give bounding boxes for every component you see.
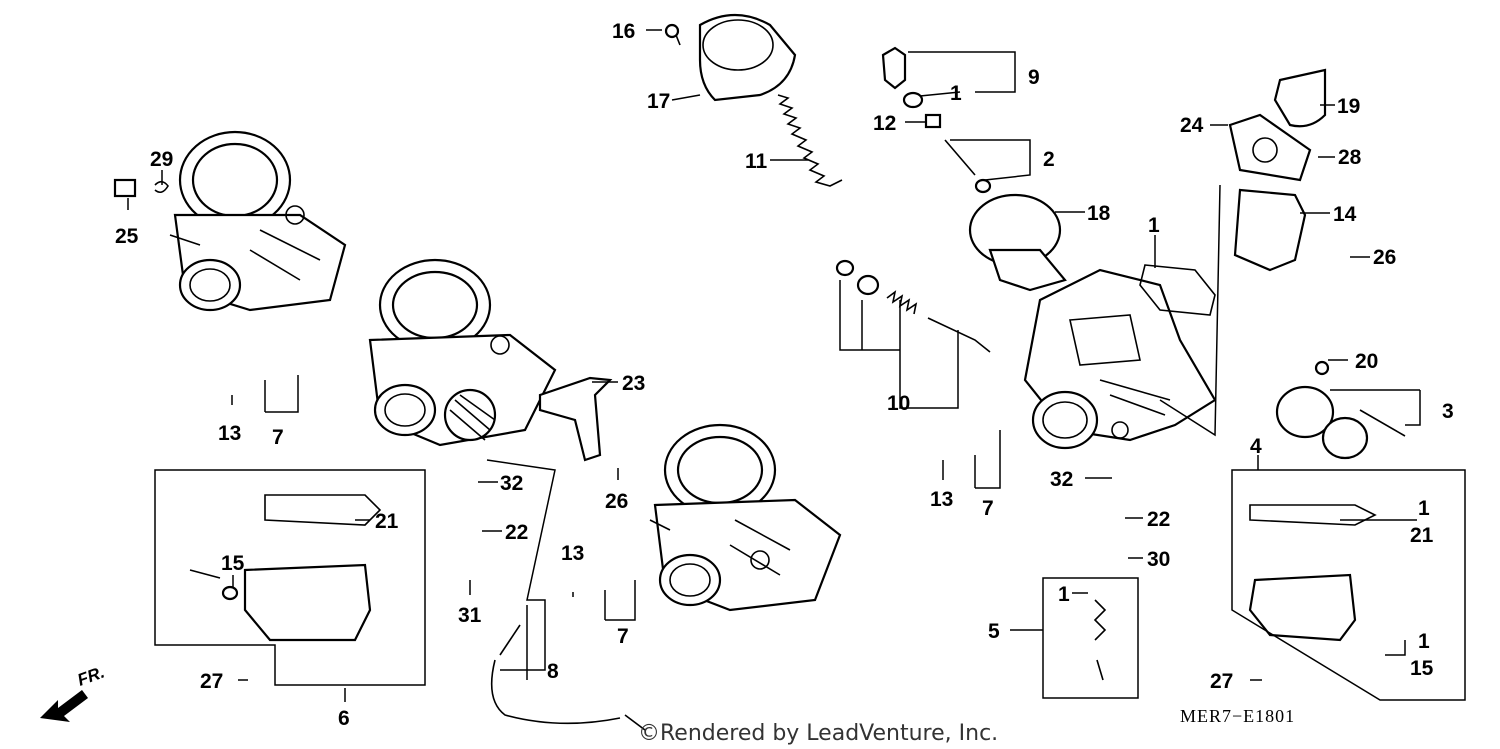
- callout-22: 22: [1147, 508, 1170, 531]
- callout-18: 18: [1087, 202, 1111, 225]
- gasket-1: [1139, 264, 1216, 316]
- callout-22: 22: [505, 521, 528, 544]
- choke-valve: [1275, 360, 1406, 460]
- filter-25: [113, 178, 169, 198]
- callout-11: 11: [745, 150, 768, 173]
- callout-labels: 16 17 11 9 1 12 2 18 1 19 24 28 14 26 29…: [115, 20, 1454, 730]
- callout-29: 29: [150, 148, 173, 171]
- sensor-pointer-lines: [1159, 184, 1221, 437]
- callout-16: 16: [612, 20, 635, 43]
- insulator-flange: [1228, 113, 1312, 182]
- callout-3: 3: [1442, 400, 1454, 423]
- callout-32: 32: [500, 472, 523, 495]
- callout-23: 23: [622, 372, 645, 395]
- intake-boot: [1273, 68, 1327, 128]
- callout-21: 21: [1410, 524, 1434, 547]
- spring-11: [777, 94, 843, 187]
- diaphragm-piston: [968, 193, 1067, 292]
- callout-32: 32: [1050, 468, 1073, 491]
- callout-7: 7: [982, 497, 994, 520]
- cap-screw: [664, 23, 681, 46]
- callout-1: 1: [1148, 214, 1160, 237]
- callout-6: 6: [338, 707, 350, 730]
- callout-15: 15: [1410, 657, 1434, 680]
- callout-13: 13: [561, 542, 584, 565]
- callout-13: 13: [930, 488, 953, 511]
- throttle-cable: [490, 624, 646, 731]
- callout-25: 25: [115, 225, 139, 248]
- diagram-code: MER7−E1801: [1180, 706, 1295, 726]
- carburetor-right-body: [1023, 268, 1217, 450]
- callout-7: 7: [617, 625, 629, 648]
- callout-1: 1: [1418, 630, 1430, 653]
- carburetor-center-bottom: [649, 423, 842, 612]
- callout-26: 26: [1373, 246, 1396, 269]
- watermark: ©Rendered by LeadVenture, Inc.: [638, 721, 998, 746]
- callout-13: 13: [218, 422, 241, 445]
- direction-label: FR.: [75, 663, 107, 690]
- callout-4: 4: [1250, 435, 1262, 458]
- callout-28: 28: [1338, 146, 1362, 169]
- callout-1: 1: [1418, 497, 1430, 520]
- callout-1: 1: [1058, 583, 1070, 606]
- bracket-23: [538, 376, 613, 462]
- bottom-right-float-bowl: [1248, 504, 1377, 642]
- front-direction-arrow: FR.: [40, 663, 107, 722]
- callout-7: 7: [272, 426, 284, 449]
- callout-10: 10: [887, 392, 910, 415]
- callout-5: 5: [988, 620, 1000, 643]
- callout-17: 17: [647, 90, 670, 113]
- callout-15: 15: [221, 552, 245, 575]
- carburetor-top-cap: [698, 14, 797, 102]
- callout-30: 30: [1147, 548, 1170, 571]
- callout-12: 12: [873, 112, 896, 135]
- group-box-5: [1042, 577, 1139, 699]
- fuel-valve-5: [1093, 599, 1107, 681]
- jet-parts-10: [835, 259, 991, 353]
- carburetor-top-left: [169, 130, 347, 312]
- group-box-6: [154, 469, 426, 686]
- callout-24: 24: [1180, 114, 1204, 137]
- throttle-sensor: [1233, 188, 1307, 272]
- callout-8: 8: [547, 660, 559, 683]
- callout-21: 21: [375, 510, 399, 533]
- jet-needle-set: [881, 46, 992, 194]
- leader-lines: [127, 29, 1421, 702]
- callout-31: 31: [458, 604, 482, 627]
- carburetor-middle-left: [368, 258, 557, 447]
- callout-2: 2: [1043, 148, 1055, 171]
- callout-1: 1: [950, 82, 962, 105]
- callout-27: 27: [1210, 670, 1233, 693]
- callout-19: 19: [1337, 95, 1360, 118]
- callout-20: 20: [1355, 350, 1378, 373]
- group-box-4: [1231, 469, 1466, 701]
- callout-26: 26: [605, 490, 628, 513]
- callout-14: 14: [1333, 203, 1357, 226]
- callout-27: 27: [200, 670, 223, 693]
- callout-9: 9: [1028, 66, 1040, 89]
- bottom-left-float-bowl: [189, 494, 382, 642]
